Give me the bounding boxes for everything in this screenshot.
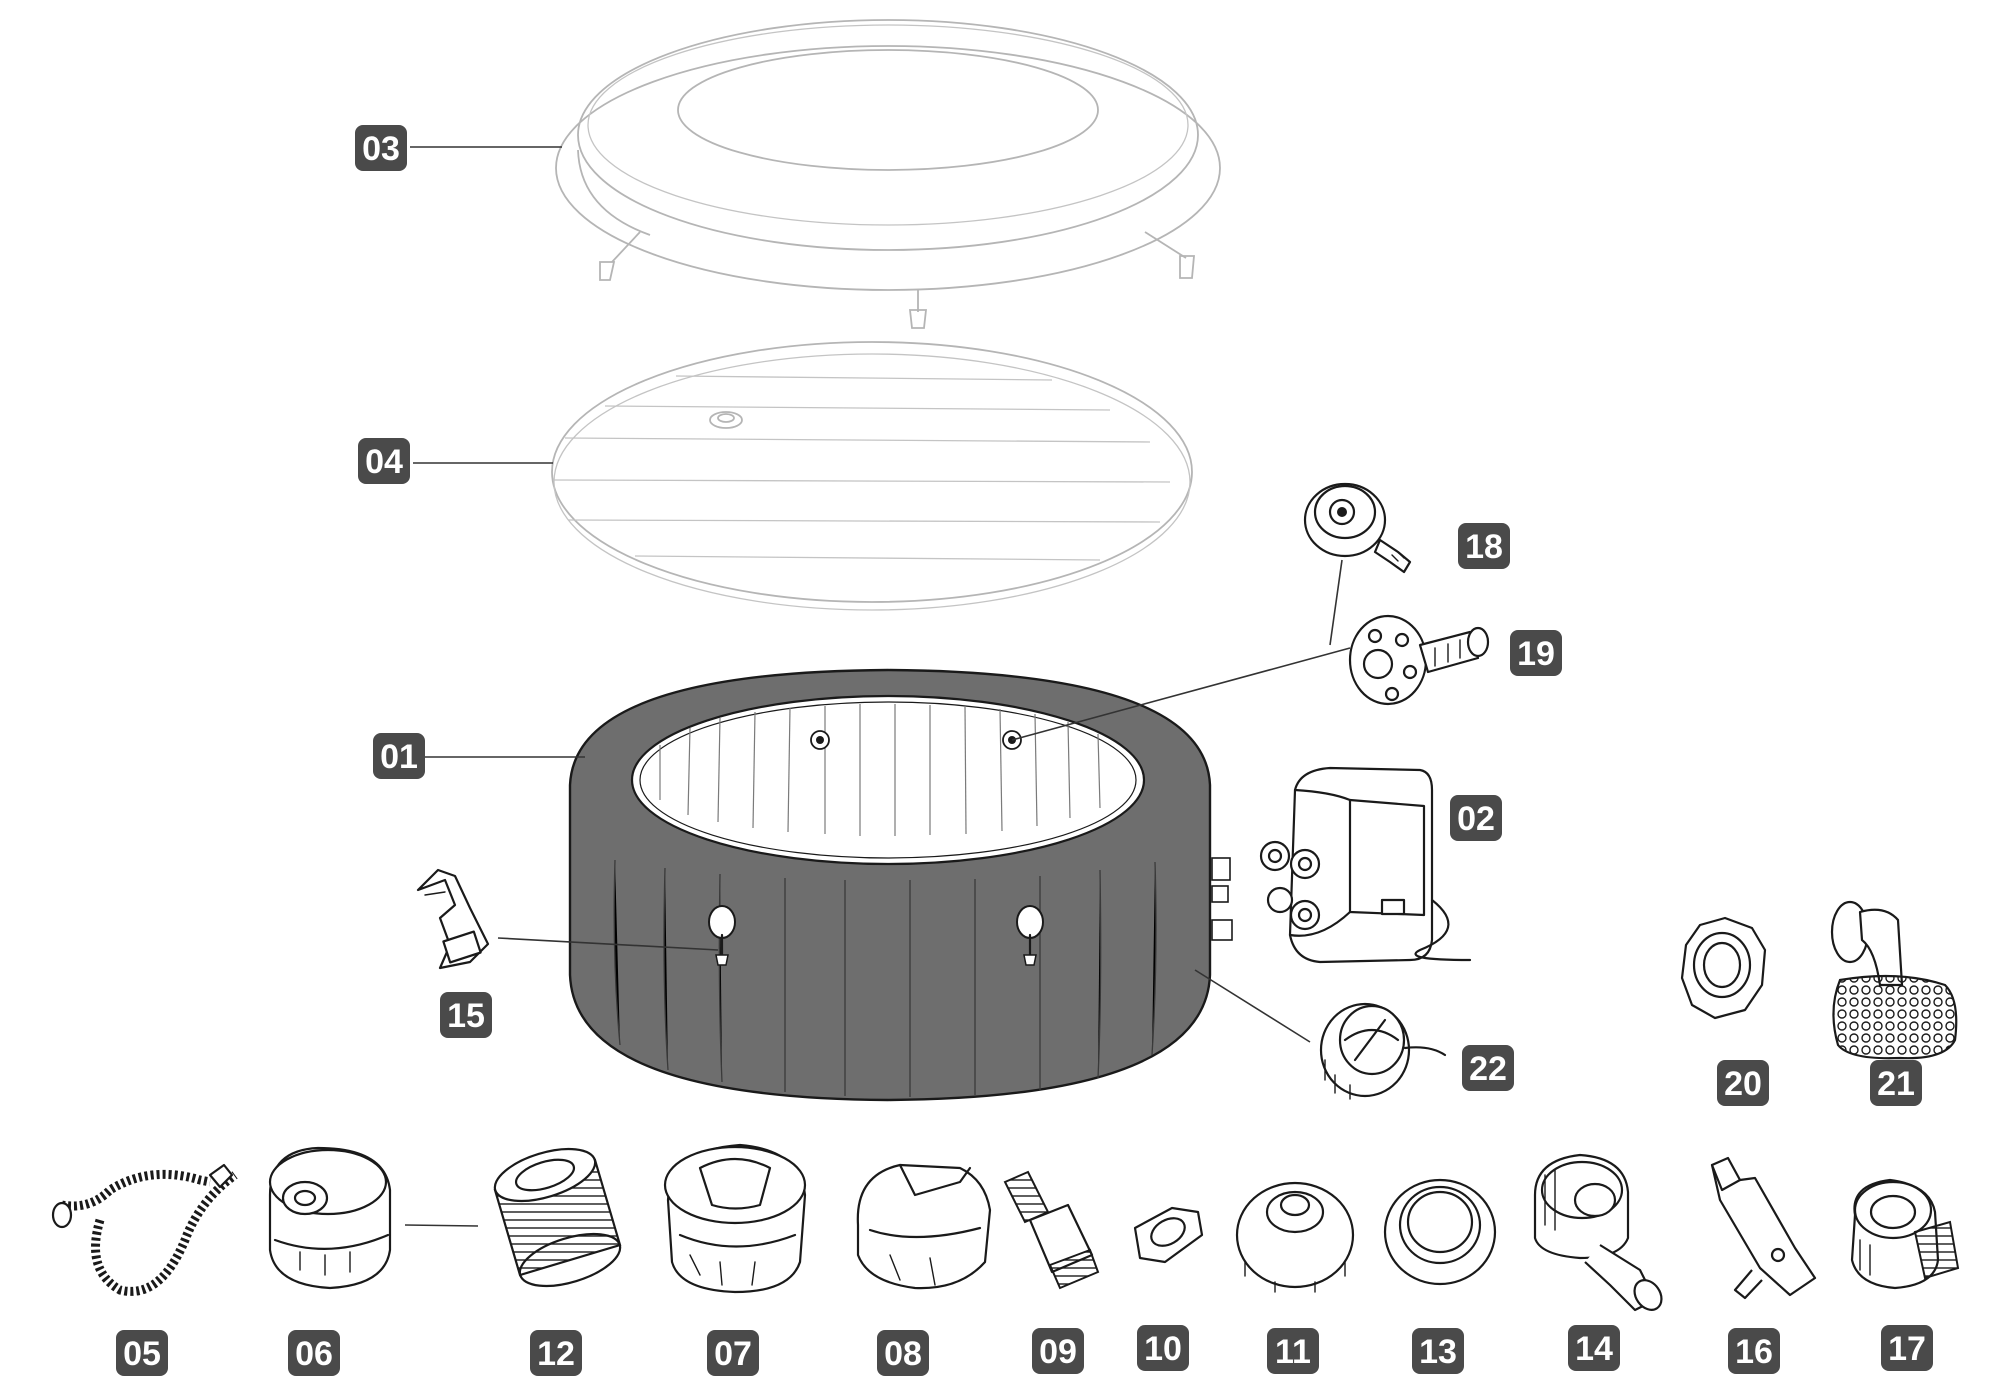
label-18: 18 <box>1465 528 1503 566</box>
part-05-hose <box>51 1163 238 1296</box>
label-17: 17 <box>1888 1330 1926 1368</box>
part-11-plug <box>1235 1181 1355 1293</box>
badge-18: 18 <box>1458 523 1510 569</box>
label-01: 01 <box>380 738 418 776</box>
part-02-pump-unit <box>1259 766 1472 964</box>
label-03: 03 <box>362 130 400 168</box>
badge-02: 02 <box>1450 795 1502 841</box>
part-21-headrest <box>1830 900 1958 1060</box>
label-07: 07 <box>714 1335 752 1373</box>
part-03-cover <box>555 19 1221 329</box>
part-10-nut <box>1133 1206 1204 1264</box>
badge-11: 11 <box>1267 1328 1319 1374</box>
badge-10: 10 <box>1137 1325 1189 1371</box>
label-04: 04 <box>365 443 403 481</box>
part-16-tool <box>1710 1156 1817 1300</box>
label-19: 19 <box>1517 635 1555 673</box>
label-12: 12 <box>537 1335 575 1373</box>
badge-04: 04 <box>358 438 410 484</box>
label-13: 13 <box>1419 1333 1457 1371</box>
leader-lines <box>410 146 1351 1043</box>
badge-19: 19 <box>1510 630 1562 676</box>
badge-03: 03 <box>355 125 407 171</box>
label-15: 15 <box>447 997 485 1035</box>
badge-07: 07 <box>707 1330 759 1376</box>
label-22: 22 <box>1469 1050 1507 1088</box>
badge-22: 22 <box>1462 1045 1514 1091</box>
badge-21: 21 <box>1870 1060 1922 1106</box>
label-11: 11 <box>1275 1333 1311 1371</box>
badge-05: 05 <box>116 1330 168 1376</box>
label-10: 10 <box>1144 1330 1182 1368</box>
badge-12: 12 <box>530 1330 582 1376</box>
part-12-filter-cartridge <box>493 1147 622 1288</box>
part-17-valve-fitting <box>1850 1178 1960 1290</box>
label-21: 21 <box>1877 1065 1915 1103</box>
part-15-buckle <box>416 868 490 970</box>
badge-13: 13 <box>1412 1328 1464 1374</box>
badge-14: 14 <box>1568 1325 1620 1371</box>
label-09: 09 <box>1039 1333 1077 1371</box>
badge-16: 16 <box>1728 1328 1780 1374</box>
part-01-spa-tub <box>568 668 1233 1102</box>
part-06-filter-housing <box>268 1146 392 1290</box>
badge-09: 09 <box>1032 1328 1084 1374</box>
part-13-ring <box>1383 1178 1497 1286</box>
part-22-valve <box>1319 1002 1447 1100</box>
part-04-ground-mat <box>551 341 1193 611</box>
badge-01: 01 <box>373 733 425 779</box>
badge-20: 20 <box>1717 1060 1769 1106</box>
part-14-drain-valve <box>1533 1153 1663 1312</box>
part-07-skimmer <box>663 1143 807 1294</box>
part-08-strainer-cap <box>856 1163 992 1290</box>
label-08: 08 <box>884 1335 922 1373</box>
part-09-adapter <box>1003 1170 1100 1290</box>
badge-08: 08 <box>877 1330 929 1376</box>
part-18-jet <box>1303 482 1412 574</box>
label-05: 05 <box>123 1335 161 1373</box>
badge-06: 06 <box>288 1330 340 1376</box>
part-20-cap <box>1680 916 1767 1020</box>
badge-17: 17 <box>1881 1325 1933 1371</box>
label-02: 02 <box>1457 800 1495 838</box>
label-06: 06 <box>295 1335 333 1373</box>
label-20: 20 <box>1724 1065 1762 1103</box>
part-19-jet <box>1348 614 1490 706</box>
label-16: 16 <box>1735 1333 1773 1371</box>
badge-15: 15 <box>440 992 492 1038</box>
label-14: 14 <box>1575 1330 1613 1368</box>
